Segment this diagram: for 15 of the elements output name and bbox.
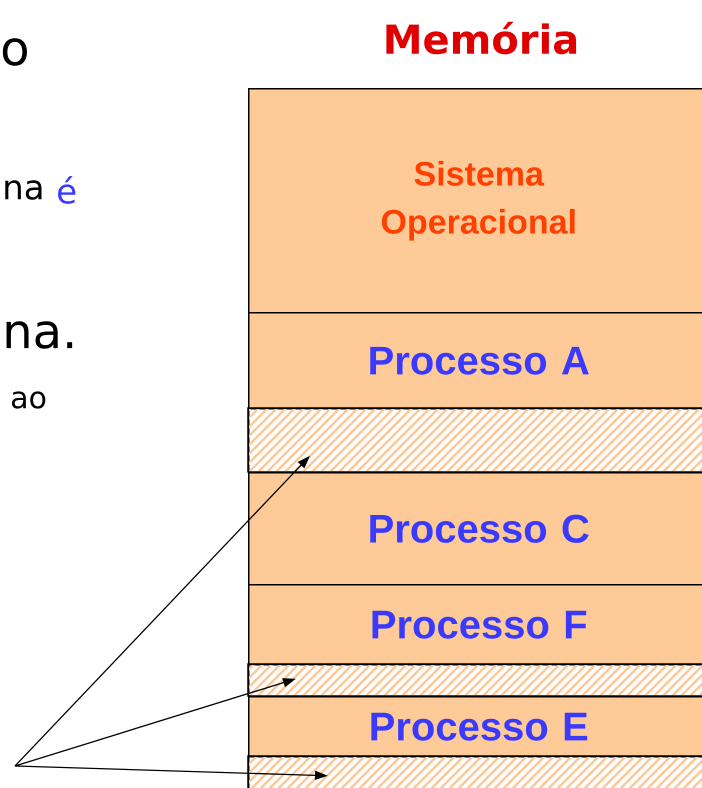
node-label: Sistema Operacional xyxy=(382,160,575,241)
free-space-block xyxy=(247,407,702,474)
free-space-block xyxy=(247,755,702,788)
memory-block: Processo C xyxy=(248,472,702,586)
memory-block: Processo F xyxy=(248,584,702,666)
slide-text: na xyxy=(5,180,42,200)
node-label: Processo C xyxy=(370,514,589,543)
slide-text: o xyxy=(2,38,27,66)
title: Memória xyxy=(386,22,576,54)
free-space-block xyxy=(247,663,702,698)
memory-block: Processo A xyxy=(248,312,702,410)
slide-text: ao xyxy=(12,391,46,409)
slide-text: é xyxy=(58,176,76,204)
memory-block: Processo E xyxy=(248,696,702,758)
slide-text: na. xyxy=(6,321,72,349)
